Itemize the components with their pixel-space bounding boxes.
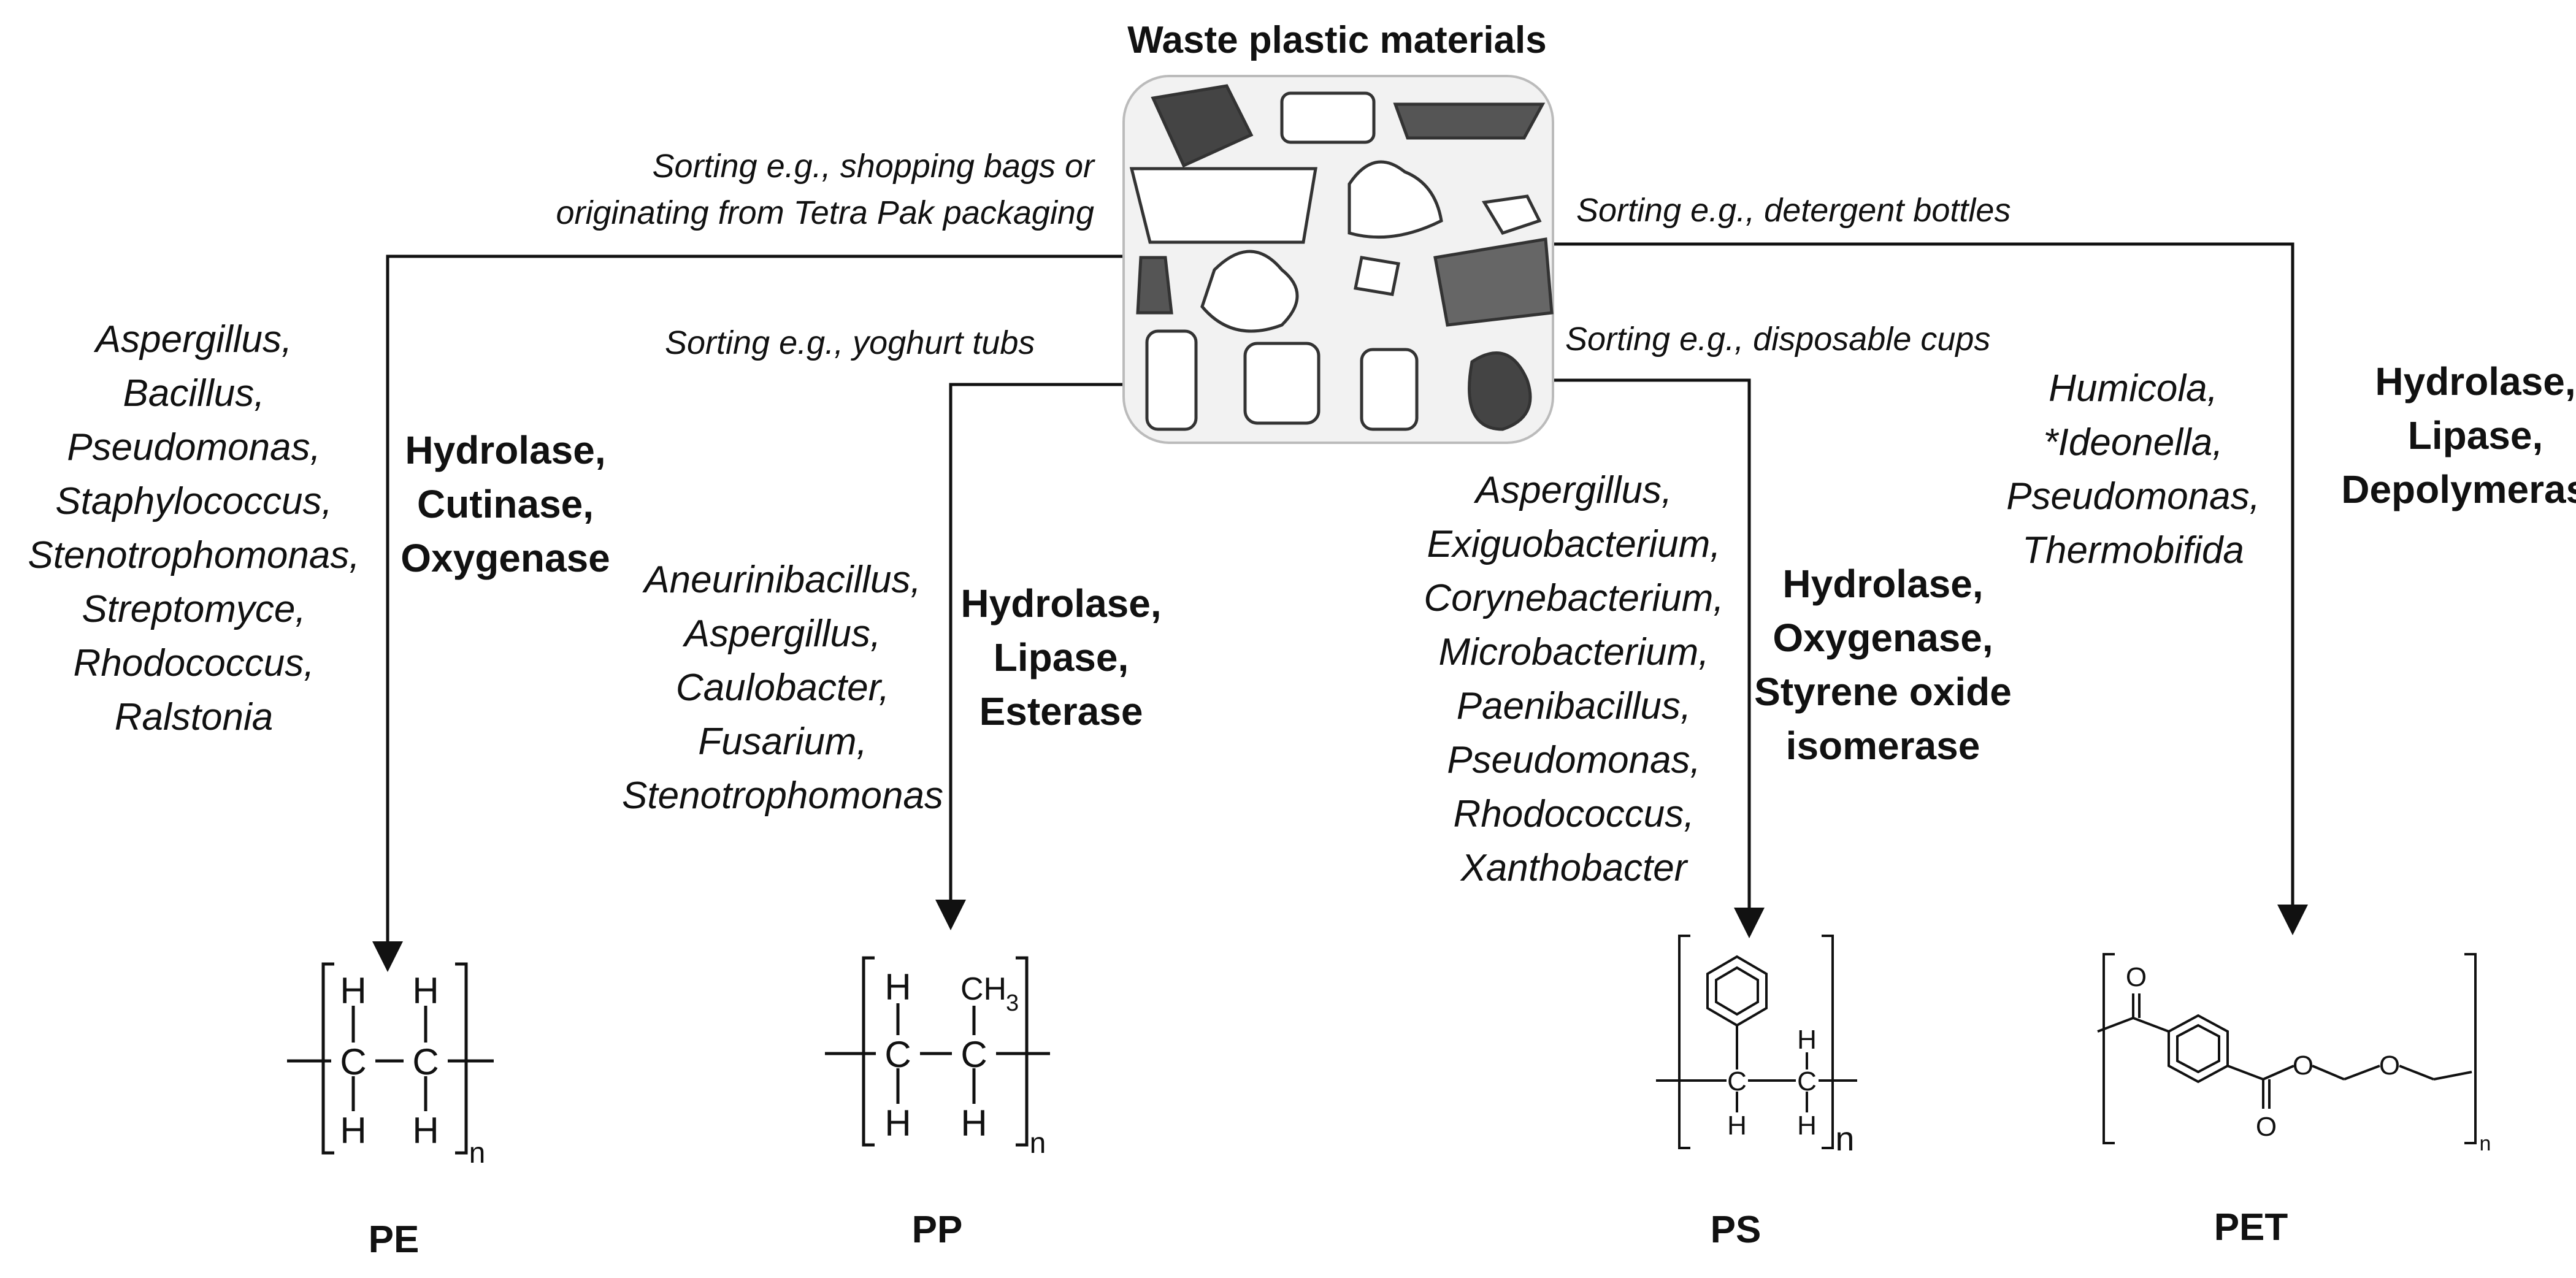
enzyme-item: Cutinase,	[416, 482, 594, 526]
enzyme-item: Depolymerase	[2341, 467, 2576, 511]
ps-structure: C C H H H n	[1656, 935, 1857, 1158]
organism-item: Microbacterium,	[1438, 631, 1709, 673]
ps-c-2: C	[1797, 1066, 1817, 1096]
ps-h-bot-2: H	[1797, 1111, 1817, 1141]
enzyme-item: Oxygenase,	[1773, 616, 1993, 660]
pe-c-1: C	[340, 1041, 366, 1082]
pe-h-bot-2: H	[412, 1110, 439, 1151]
organism-item: Rhodococcus,	[73, 642, 315, 684]
enzyme-item: Hydrolase,	[960, 581, 1162, 626]
pet-n-subscript: n	[2480, 1132, 2491, 1155]
pe-sorting-line-2: originating from Tetra Pak packaging	[556, 194, 1095, 231]
organism-item: Corynebacterium,	[1424, 577, 1724, 619]
pe-n-subscript: n	[469, 1137, 486, 1169]
pet-enzyme-list: Hydrolase, Lipase, Depolymerase	[2341, 354, 2576, 516]
pp-enzyme-list: Hydrolase, Lipase, Esterase	[960, 576, 1161, 738]
pe-enzyme-list: Hydrolase, Cutinase, Oxygenase	[401, 423, 610, 585]
organism-item: Thermobifida	[2022, 529, 2244, 572]
pe-sorting-label: Sorting e.g., shopping bags or originati…	[556, 143, 1095, 236]
organism-item: Staphylococcus,	[55, 480, 332, 522]
enzyme-item: Hydrolase,	[2375, 359, 2576, 404]
pe-sorting-line-1: Sorting e.g., shopping bags or	[652, 148, 1094, 185]
ps-connector-arrow	[1552, 378, 1765, 938]
pet-o-bottom: O	[2256, 1112, 2277, 1142]
enzyme-item: Esterase	[979, 689, 1143, 733]
pet-o-ether: O	[2379, 1050, 2400, 1081]
ps-organism-list: Aspergillus, Exiguobacterium, Corynebact…	[1424, 464, 1723, 895]
organism-item: Exiguobacterium,	[1427, 523, 1721, 565]
organism-item: Streptomyce,	[82, 588, 306, 630]
organism-item: Ralstonia	[114, 696, 274, 738]
pe-h-bot-1: H	[340, 1110, 366, 1151]
pp-sorting-label: Sorting e.g., yoghurt tubs	[665, 324, 1035, 361]
pet-structure: O O O O n	[2097, 953, 2491, 1155]
pp-c-1: C	[884, 1034, 911, 1075]
organism-item: Pseudomonas,	[2006, 475, 2260, 518]
ps-sorting-label: Sorting e.g., disposable cups	[1565, 321, 1991, 358]
pe-c-2: C	[412, 1041, 439, 1082]
pet-sorting-label: Sorting e.g., detergent bottles	[1576, 192, 2011, 229]
ps-c-1: C	[1727, 1066, 1747, 1096]
ps-h-top: H	[1797, 1025, 1817, 1055]
pe-polymer-label: PE	[368, 1219, 420, 1261]
enzyme-item: Lipase,	[993, 635, 1129, 679]
organism-item: Bacillus,	[123, 372, 265, 415]
enzyme-item: Oxygenase	[401, 536, 610, 580]
pp-structure: H CH 3 C C H H n	[825, 956, 1050, 1160]
pet-organism-list: Humicola, *Ideonella, Pseudomonas, Therm…	[2006, 362, 2260, 578]
organism-item: Aspergillus,	[684, 613, 881, 655]
organism-item: Aspergillus,	[1475, 469, 1673, 511]
pp-polymer-label: PP	[911, 1209, 963, 1251]
pet-o-top: O	[2126, 962, 2147, 992]
pp-ch3-group: CH	[960, 971, 1006, 1007]
pet-polymer-label: PET	[2214, 1206, 2288, 1249]
pe-structure: H H C C H H n	[287, 962, 494, 1169]
pp-h-bot-1: H	[884, 1103, 911, 1144]
organism-item: Stenotrophomonas,	[28, 534, 360, 576]
pet-connector-arrow	[1552, 242, 2308, 935]
pp-ch3-subscript: 3	[1006, 990, 1019, 1016]
ps-polymer-label: PS	[1710, 1209, 1761, 1251]
organism-item: Paenibacillus,	[1456, 685, 1692, 727]
pet-o-ester: O	[2293, 1050, 2313, 1081]
pp-connector-arrow	[935, 383, 1129, 930]
pe-organism-list: Aspergillus, Bacillus, Pseudomonas, Stap…	[28, 313, 359, 744]
enzyme-item: Hydrolase,	[1782, 562, 1984, 606]
organism-item: Stenotrophomonas	[622, 775, 943, 817]
pe-h-top-2: H	[412, 970, 439, 1011]
diagram-title: Waste plastic materials	[1127, 19, 1547, 61]
organism-item: Pseudomonas,	[67, 426, 321, 469]
organism-item: Xanthobacter	[1460, 847, 1687, 889]
ps-n-subscript: n	[1835, 1119, 1854, 1158]
pp-c-2: C	[960, 1034, 987, 1075]
ps-enzyme-list: Hydrolase, Oxygenase, Styrene oxide isom…	[1754, 557, 2012, 773]
ps-h-bot-1: H	[1727, 1111, 1747, 1141]
organism-item: Rhodococcus,	[1453, 793, 1695, 835]
pe-connector-arrow	[372, 254, 1129, 972]
enzyme-item: Lipase,	[2407, 413, 2543, 457]
pp-organism-list: Aneurinibacillus, Aspergillus, Caulobact…	[622, 553, 943, 823]
pp-h-bot-2: H	[960, 1103, 987, 1144]
pe-h-top-1: H	[340, 970, 366, 1011]
waste-plastic-collage-image	[1122, 75, 1554, 444]
organism-item: Pseudomonas,	[1447, 739, 1701, 781]
organism-item: Fusarium,	[698, 721, 867, 763]
pp-h-top: H	[884, 966, 911, 1008]
organism-item: Aneurinibacillus,	[644, 559, 921, 601]
pp-n-subscript: n	[1030, 1127, 1046, 1160]
enzyme-item: isomerase	[1785, 724, 1980, 768]
organism-item: Caulobacter,	[675, 667, 890, 709]
enzyme-item: Styrene oxide	[1754, 670, 2012, 714]
organism-item: Aspergillus,	[95, 318, 293, 361]
organism-item: *Ideonella,	[2043, 421, 2223, 464]
enzyme-item: Hydrolase,	[405, 428, 606, 472]
organism-item: Humicola,	[2049, 367, 2218, 410]
